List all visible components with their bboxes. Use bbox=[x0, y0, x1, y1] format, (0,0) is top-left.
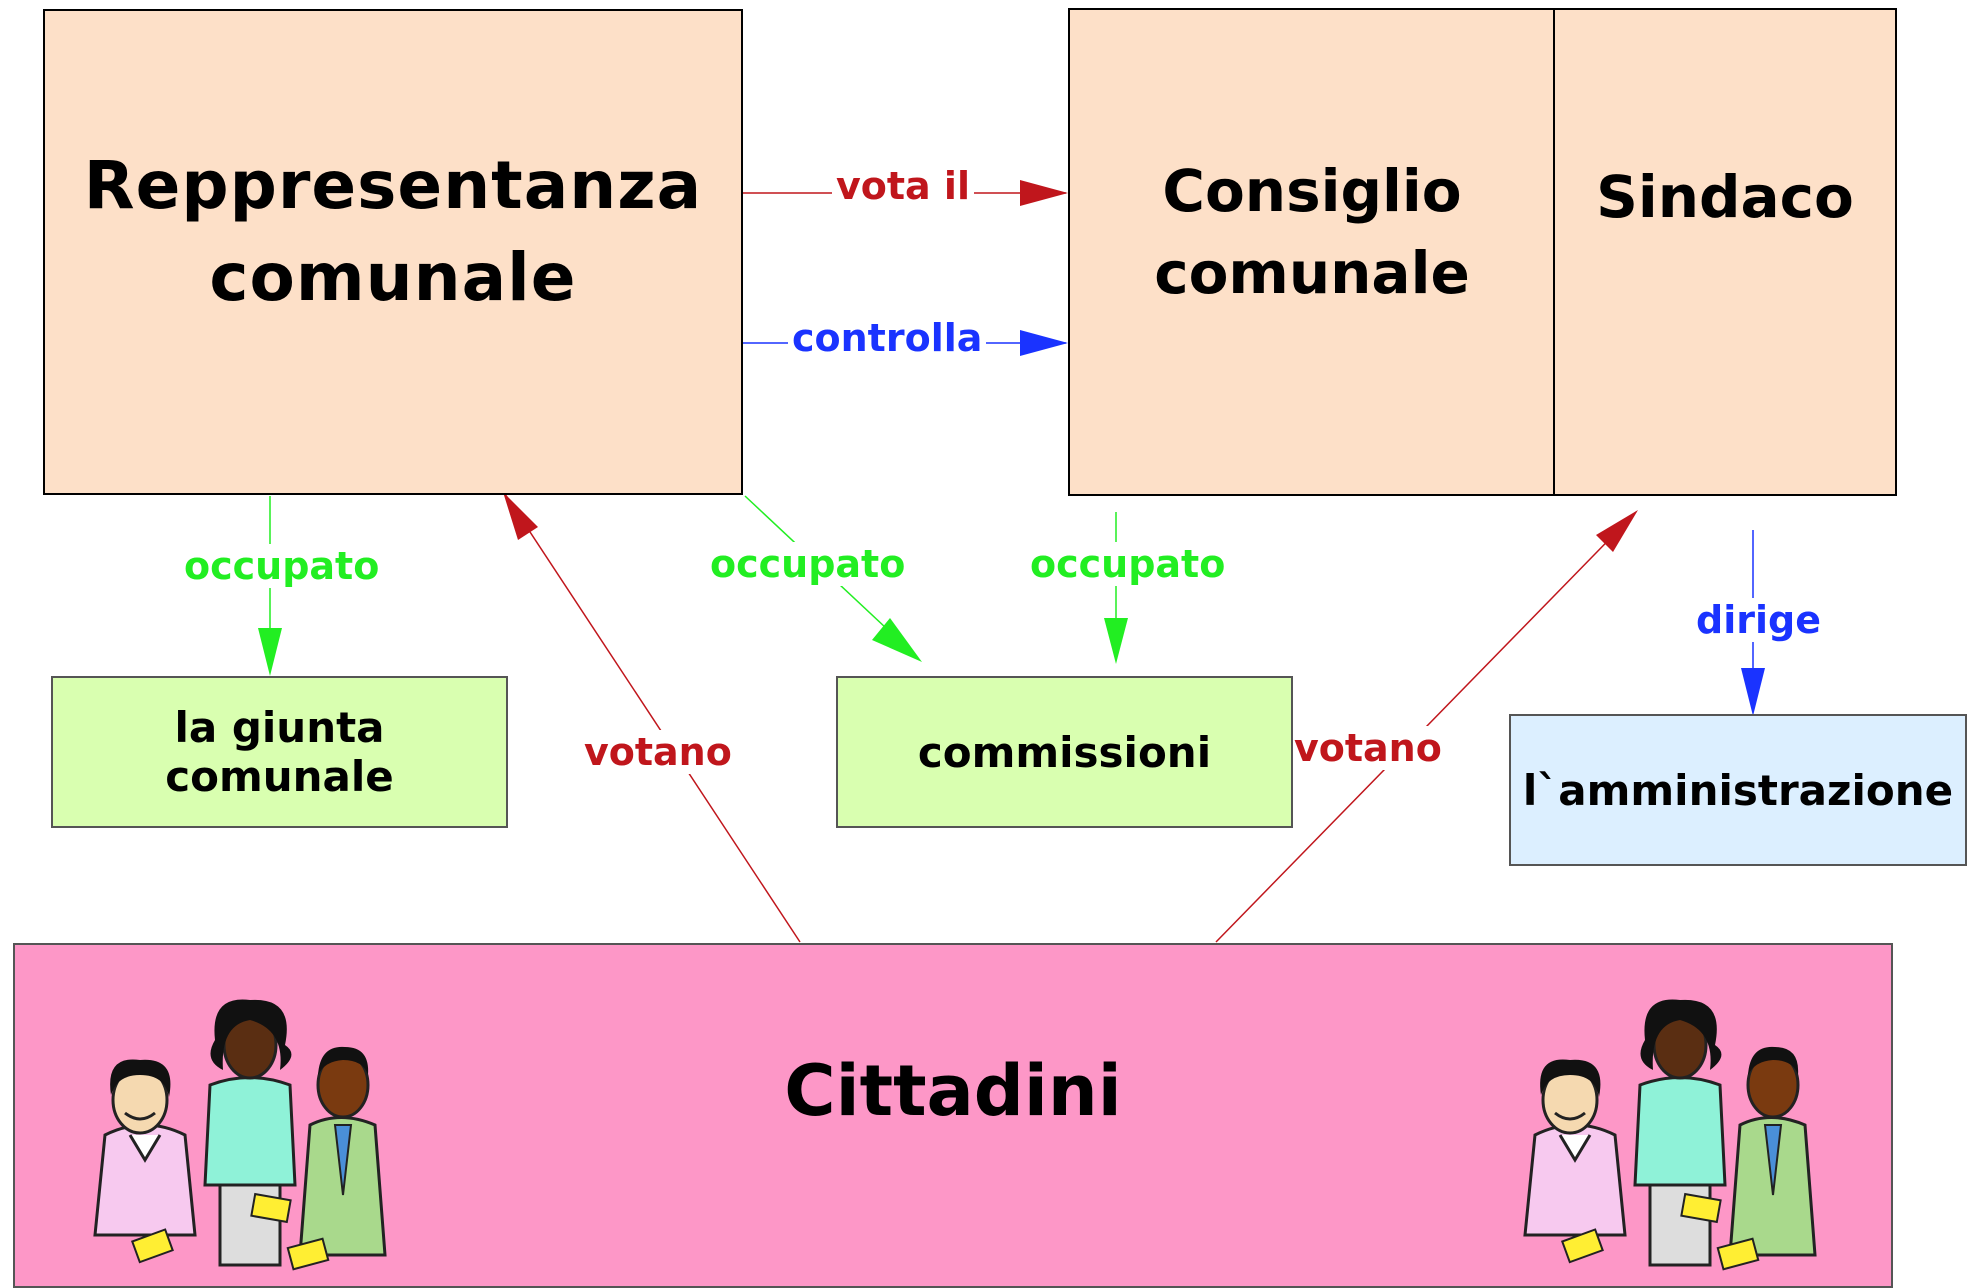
node-amministrazione: l`amministrazione bbox=[1509, 714, 1967, 866]
node-commissioni-label: commissioni bbox=[917, 727, 1212, 777]
node-commissioni: commissioni bbox=[836, 676, 1293, 828]
node-cittadini-label: Cittadini bbox=[784, 1049, 1122, 1132]
node-amministrazione-label: l`amministrazione bbox=[1522, 765, 1954, 815]
label-dirige: dirige bbox=[1692, 598, 1825, 642]
label-votano-left: votano bbox=[580, 730, 736, 774]
label-votano-right: votano bbox=[1290, 726, 1446, 770]
people-group-icon bbox=[93, 999, 387, 1271]
label-controlla: controlla bbox=[788, 316, 987, 360]
label-occupato-giunta: occupato bbox=[180, 544, 384, 588]
node-sindaco-label: Sindaco bbox=[1596, 163, 1854, 231]
node-consiglio-line2: comunale bbox=[1154, 239, 1470, 307]
node-consiglio-comunale: Consiglio comunale bbox=[1068, 8, 1556, 496]
node-giunta-comunale: la giunta comunale bbox=[51, 676, 508, 828]
people-group-icon bbox=[1523, 999, 1817, 1271]
node-rappresentanza-line2: comunale bbox=[209, 239, 577, 316]
label-occupato-commissioni-right: occupato bbox=[1026, 542, 1230, 586]
node-giunta-label: la giunta comunale bbox=[165, 703, 394, 801]
arrow-votano-left bbox=[504, 493, 801, 943]
node-sindaco: Sindaco bbox=[1553, 8, 1897, 496]
node-rappresentanza-comunale: Reppresentanza comunale bbox=[43, 9, 743, 495]
node-rappresentanza-line1: Reppresentanza bbox=[83, 147, 703, 224]
label-occupato-commissioni-left: occupato bbox=[706, 542, 910, 586]
label-vota-il: vota il bbox=[832, 164, 974, 208]
node-consiglio-line1: Consiglio bbox=[1162, 157, 1462, 225]
